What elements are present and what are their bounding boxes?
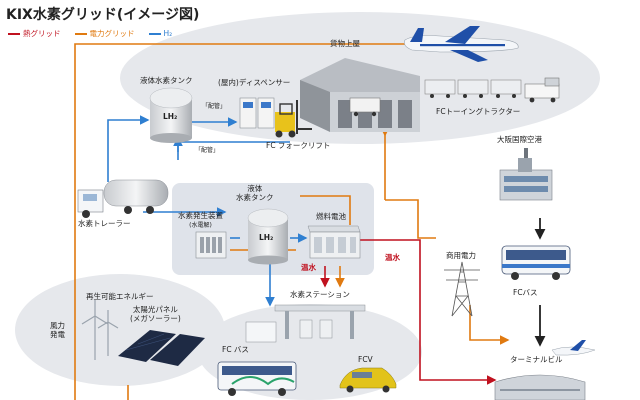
- label-renewable: 再生可能エネルギー: [86, 292, 154, 301]
- transmission-tower-icon: [444, 261, 480, 317]
- label-generator: 水素発生装置 (水電解): [178, 211, 223, 230]
- label-supply-2: 「配管」: [195, 147, 220, 154]
- hydrogen-lines: [107, 115, 308, 307]
- label-fc-forklift: FC フォークリフト: [266, 141, 331, 150]
- label-liquid-tank-mid: 液体 水素タンク: [236, 184, 274, 202]
- liquid-hydrogen-tank-mid: [247, 208, 289, 265]
- legend-label-heat: 熱グリッド: [23, 29, 61, 38]
- label-generator-line1: 水素発生装置: [178, 211, 223, 220]
- fuel-cell-icon: [307, 225, 361, 259]
- forklift-icon: [275, 100, 312, 138]
- label-liquid-tank-mid-line1: 液体: [247, 184, 263, 193]
- renewable-area-bg: [15, 274, 225, 386]
- label-liquid-tank-top: 液体水素タンク: [140, 76, 193, 85]
- terminal-airplane-icon: [551, 340, 596, 356]
- legend: 熱グリッド 電力グリッド H₂: [8, 28, 186, 39]
- label-wind-line1: 風力: [50, 321, 65, 330]
- label-lh2-mid: LH₂: [259, 233, 274, 242]
- legend-swatch-power: [74, 32, 87, 35]
- fc-bus-right-icon: [501, 245, 571, 280]
- legend-swatch-heat: [8, 32, 20, 35]
- label-fc-bus-right: FCバス: [513, 288, 538, 297]
- label-hot-water-1: 温水: [301, 263, 316, 272]
- fc-towing-tractor: [424, 77, 560, 103]
- label-dispenser: (屋内)ディスペンサー: [218, 78, 291, 87]
- fc-bus-bottom-icon: [217, 361, 297, 396]
- diagram-title: KIX水素グリッド(イメージ図): [6, 7, 200, 23]
- wind-turbine-icons: [81, 300, 119, 360]
- label-solar: 太陽光パネル (メガソーラー): [130, 305, 181, 323]
- label-osaka-airport: 大阪国際空港: [497, 135, 542, 144]
- label-fc-towing: FCトーイングトラクター: [436, 107, 521, 116]
- terminal-building-icon: [494, 374, 586, 400]
- legend-swatch-h2: [148, 32, 161, 35]
- label-solar-line2: (メガソーラー): [130, 313, 181, 323]
- label-hydrogen-trailer: 水素トレーラー: [78, 219, 131, 228]
- label-fcv: FCV: [358, 355, 373, 364]
- legend-label-h2: H₂: [163, 29, 173, 38]
- solar-panel-icons: [118, 330, 205, 366]
- airplane-icon: [404, 26, 519, 62]
- label-h2-station: 水素ステーション: [290, 290, 350, 299]
- liquid-hydrogen-tank-top: [149, 87, 193, 143]
- hydrogen-station-icon: [245, 304, 366, 343]
- cargo-truck: [349, 97, 381, 117]
- label-hot-water-2: 温水: [385, 253, 400, 262]
- label-liquid-tank-mid-line2: 水素タンク: [236, 192, 274, 202]
- legend-item-h2: H₂: [148, 29, 173, 38]
- label-lh2-top: LH₂: [163, 112, 178, 121]
- label-wind-line2: 発電: [50, 329, 65, 339]
- heat-grid-lines: [320, 239, 497, 385]
- osaka-airport-building: [499, 148, 553, 201]
- label-terminal: ターミナルビル: [510, 355, 563, 364]
- label-cargo-roof: 貨物上屋: [330, 39, 360, 48]
- legend-label-power: 電力グリッド: [89, 29, 135, 38]
- power-grid-lines: [74, 43, 510, 400]
- label-supply-1: 「配管」: [202, 103, 227, 110]
- label-generator-line2: (水電解): [189, 221, 212, 229]
- hydrogen-generator-icon: [195, 231, 227, 259]
- legend-item-power: 電力グリッド: [74, 28, 135, 39]
- fcv-icon: [339, 367, 397, 393]
- legend-item-heat: 熱グリッド: [8, 28, 61, 39]
- hydrogen-trailer-icon: [77, 179, 169, 218]
- label-fuel-cell: 燃料電池: [316, 212, 346, 221]
- label-wind: 風力 発電: [50, 321, 65, 339]
- dispenser-icon: [239, 97, 275, 129]
- label-commercial-power: 商用電力: [446, 251, 476, 260]
- label-fc-bus-bottom: FC バス: [222, 345, 249, 354]
- label-solar-line1: 太陽光パネル: [132, 305, 178, 314]
